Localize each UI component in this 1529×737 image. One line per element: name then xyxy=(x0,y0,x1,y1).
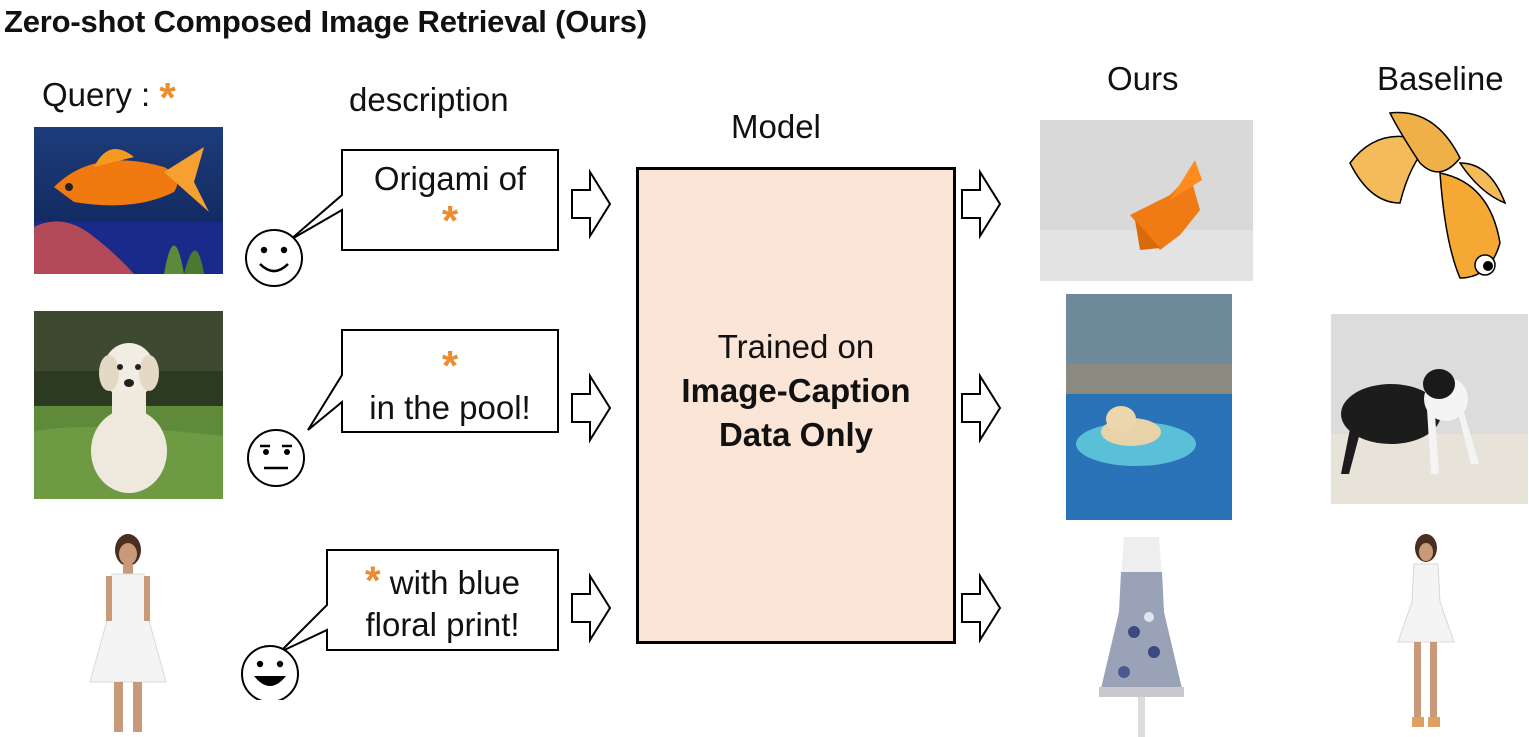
ours-image-floral-dress xyxy=(1094,532,1189,737)
arrow-right-icon xyxy=(961,168,1002,240)
model-header: Model xyxy=(731,108,821,145)
arrow-right-icon xyxy=(571,372,612,444)
arrow-right-icon xyxy=(571,572,612,644)
ours-image-dog-pool xyxy=(1066,294,1232,520)
grinning-face-icon xyxy=(241,645,299,700)
speech-bubble-1 xyxy=(289,149,559,251)
baseline-image-white-dress xyxy=(1390,532,1460,737)
smiling-face-icon xyxy=(245,229,303,287)
bubble-3-line1: * with blue xyxy=(365,559,520,603)
description-header: description xyxy=(349,81,509,118)
arrow-right-icon xyxy=(961,572,1002,644)
query-label: Query : xyxy=(42,76,151,113)
query-image-goldfish xyxy=(34,127,223,274)
bubble-text-3: * with blue floral print! xyxy=(327,560,558,646)
figure-title: Zero-shot Composed Image Retrieval (Ours… xyxy=(4,4,647,39)
query-image-dog xyxy=(34,311,223,499)
speech-bubble-2 xyxy=(307,329,559,433)
baseline-image-shepherd xyxy=(1331,314,1528,504)
output-arrows xyxy=(961,168,1002,644)
arrow-right-icon xyxy=(571,168,612,240)
arrow-right-icon xyxy=(961,372,1002,444)
model-line2: Image-Caption xyxy=(681,372,911,409)
model-line1: Trained on xyxy=(717,328,875,365)
bubble-1-star: * xyxy=(441,197,459,244)
bubble-1-line1: Origami of xyxy=(373,160,527,197)
model-box: Trained on Image-Caption Data Only xyxy=(636,167,956,644)
model-text: Trained on Image-Caption Data Only xyxy=(639,325,953,457)
input-arrows xyxy=(571,168,612,644)
bubble-2-star: * xyxy=(441,342,459,389)
bubble-text-1: Origami of * xyxy=(342,158,558,242)
neutral-face-icon xyxy=(247,429,305,487)
bubble-2-line2: in the pool! xyxy=(369,389,531,426)
speech-bubbles xyxy=(241,149,559,700)
ours-header: Ours xyxy=(1107,60,1179,97)
speech-bubble-3 xyxy=(279,549,559,653)
baseline-header: Baseline xyxy=(1377,60,1504,97)
query-image-dress xyxy=(78,532,178,737)
query-star: * xyxy=(159,74,176,121)
baseline-image-cartoon-fish xyxy=(1340,103,1520,288)
ours-image-origami-fish xyxy=(1040,120,1253,281)
model-line3: Data Only xyxy=(718,416,874,453)
query-header: Query : * xyxy=(42,74,176,122)
bubble-3-line2: floral print! xyxy=(365,606,520,643)
bubble-text-2: * in the pool! xyxy=(342,345,558,429)
